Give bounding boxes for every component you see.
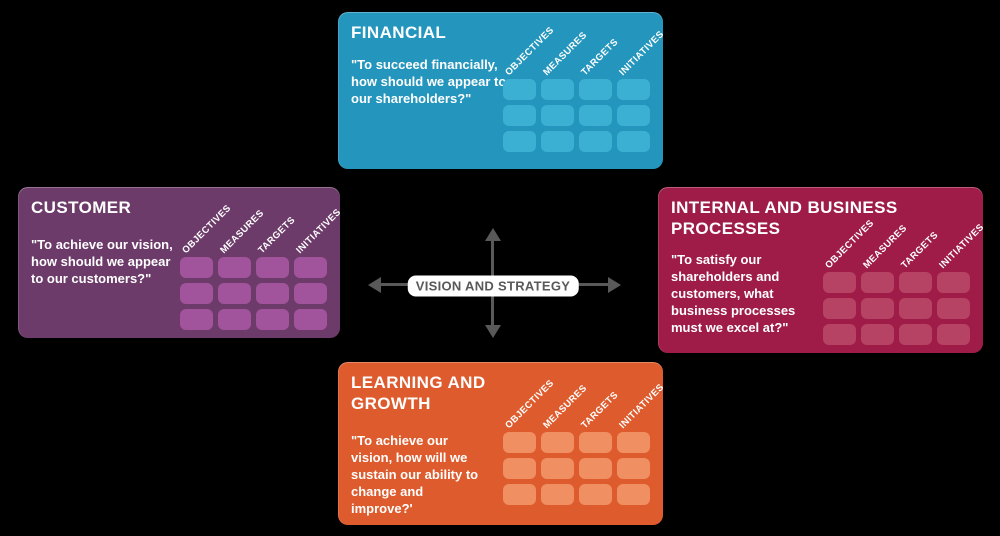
grid-cell — [503, 432, 536, 453]
column-header-targets: TARGETS — [256, 214, 298, 256]
grid-cell — [541, 105, 574, 126]
column-header-initiatives: INITIATIVES — [617, 381, 667, 431]
grid-cell — [617, 131, 650, 152]
grid-cells — [503, 79, 650, 152]
panel-title-customer: CUSTOMER — [31, 198, 132, 217]
grid-cell — [617, 105, 650, 126]
grid-cell — [294, 309, 327, 330]
arrow-left-icon — [368, 277, 381, 293]
arrow-right-icon — [608, 277, 621, 293]
grid-cell — [256, 283, 289, 304]
grid-cell — [503, 131, 536, 152]
grid-cells — [180, 257, 327, 330]
grid-cell — [256, 257, 289, 278]
scorecard-grid-financial: OBJECTIVES MEASURES TARGETS INITIATIVES — [503, 24, 666, 152]
vision-and-strategy-label: VISION AND STRATEGY — [407, 275, 579, 297]
grid-cell — [617, 432, 650, 453]
grid-cell — [256, 309, 289, 330]
grid-cell — [937, 272, 970, 293]
internal-processes-panel: INTERNAL AND BUSINESS PROCESSES "To sati… — [658, 187, 986, 353]
grid-cell — [579, 458, 612, 479]
column-header-targets: TARGETS — [899, 229, 941, 271]
grid-cell — [899, 324, 932, 345]
grid-cell — [294, 283, 327, 304]
customer-panel: CUSTOMER "To achieve our vision, how sho… — [18, 187, 343, 338]
column-header-initiatives: INITIATIVES — [937, 221, 987, 271]
financial-panel: FINANCIAL "To succeed financially, how s… — [338, 12, 666, 169]
grid-cell — [541, 484, 574, 505]
grid-cell — [579, 484, 612, 505]
grid-cell — [823, 272, 856, 293]
grid-cell — [503, 79, 536, 100]
grid-cell — [541, 458, 574, 479]
grid-cell — [823, 324, 856, 345]
grid-cell — [823, 298, 856, 319]
arrow-down-icon — [485, 325, 501, 338]
scorecard-grid-learning: OBJECTIVES MEASURES TARGETS INITIATIVES — [503, 377, 666, 505]
grid-cell — [579, 131, 612, 152]
grid-column-headers: OBJECTIVES MEASURES TARGETS INITIATIVES — [180, 202, 343, 257]
column-header-initiatives: INITIATIVES — [294, 206, 344, 256]
panel-title-learning: LEARNING AND GROWTH — [351, 373, 486, 413]
grid-cell — [541, 131, 574, 152]
grid-column-headers: OBJECTIVES MEASURES TARGETS INITIATIVES — [823, 217, 986, 272]
panel-question-financial: "To succeed financially, how should we a… — [351, 57, 507, 106]
panel-title-financial: FINANCIAL — [351, 23, 447, 42]
grid-column-headers: OBJECTIVES MEASURES TARGETS INITIATIVES — [503, 24, 666, 79]
grid-cell — [617, 484, 650, 505]
grid-cell — [617, 458, 650, 479]
arrow-up-icon — [485, 228, 501, 241]
panel-title-internal: INTERNAL AND BUSINESS PROCESSES — [671, 198, 898, 238]
grid-cell — [899, 272, 932, 293]
learning-growth-panel: LEARNING AND GROWTH "To achieve our visi… — [338, 362, 666, 525]
column-header-initiatives: INITIATIVES — [617, 28, 667, 78]
grid-cells — [823, 272, 970, 345]
grid-cell — [503, 458, 536, 479]
grid-cell — [937, 324, 970, 345]
panel-question-learning: "To achieve our vision, how will we sust… — [351, 433, 479, 516]
panel-question-customer: "To achieve our vision, how should we ap… — [31, 237, 173, 286]
grid-cell — [503, 105, 536, 126]
grid-cell — [579, 105, 612, 126]
grid-cell — [861, 272, 894, 293]
scorecard-grid-internal: OBJECTIVES MEASURES TARGETS INITIATIVES — [823, 217, 986, 345]
grid-cell — [294, 257, 327, 278]
panel-question-internal: "To satisfy our shareholders and custome… — [671, 252, 796, 335]
grid-column-headers: OBJECTIVES MEASURES TARGETS INITIATIVES — [503, 377, 666, 432]
grid-cell — [899, 298, 932, 319]
grid-cell — [180, 309, 213, 330]
grid-cell — [579, 432, 612, 453]
column-header-targets: TARGETS — [579, 36, 621, 78]
grid-cell — [180, 283, 213, 304]
scorecard-grid-customer: OBJECTIVES MEASURES TARGETS INITIATIVES — [180, 202, 343, 330]
grid-cell — [180, 257, 213, 278]
grid-cell — [218, 283, 251, 304]
grid-cell — [579, 79, 612, 100]
grid-cell — [861, 298, 894, 319]
grid-cell — [218, 257, 251, 278]
grid-cell — [541, 79, 574, 100]
grid-cell — [541, 432, 574, 453]
grid-cell — [861, 324, 894, 345]
grid-cell — [617, 79, 650, 100]
grid-cells — [503, 432, 650, 505]
grid-cell — [503, 484, 536, 505]
grid-cell — [218, 309, 251, 330]
grid-cell — [937, 298, 970, 319]
column-header-targets: TARGETS — [579, 389, 621, 431]
